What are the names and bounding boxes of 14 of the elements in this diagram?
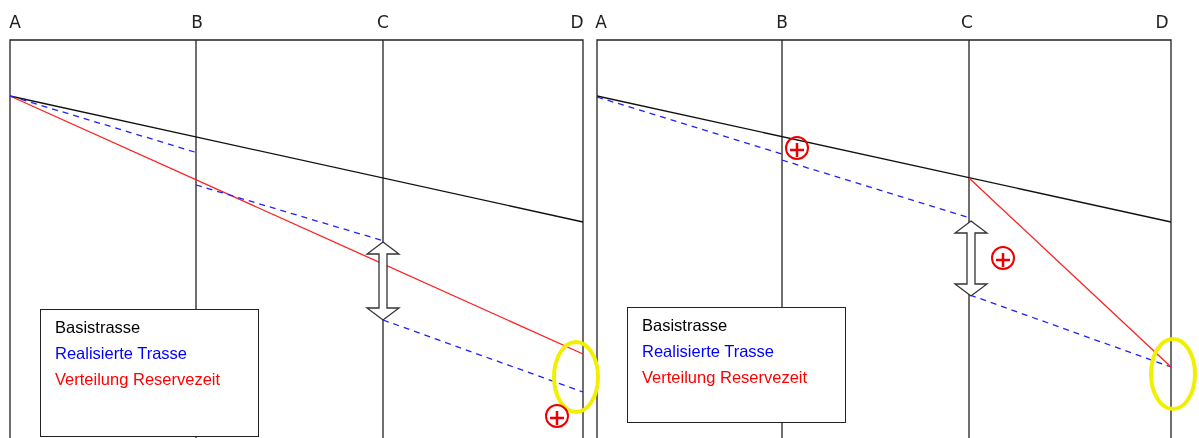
station-label: A (595, 12, 607, 32)
legend-text: Realisierte Trasse (55, 344, 188, 363)
station-label: C (961, 12, 973, 32)
station-label: A (9, 12, 21, 32)
legend-text: Verteilung Reservezeit (642, 368, 808, 387)
station-label: B (776, 12, 788, 32)
legend-text: Verteilung Reservezeit (55, 370, 221, 389)
legend-text: Basistrasse (642, 316, 728, 335)
station-label: B (191, 12, 203, 32)
station-label: D (570, 12, 584, 32)
station-label: D (1155, 12, 1169, 32)
legend-text: Basistrasse (55, 318, 141, 337)
station-label: C (377, 12, 389, 32)
legend-text: Realisierte Trasse (642, 342, 775, 361)
